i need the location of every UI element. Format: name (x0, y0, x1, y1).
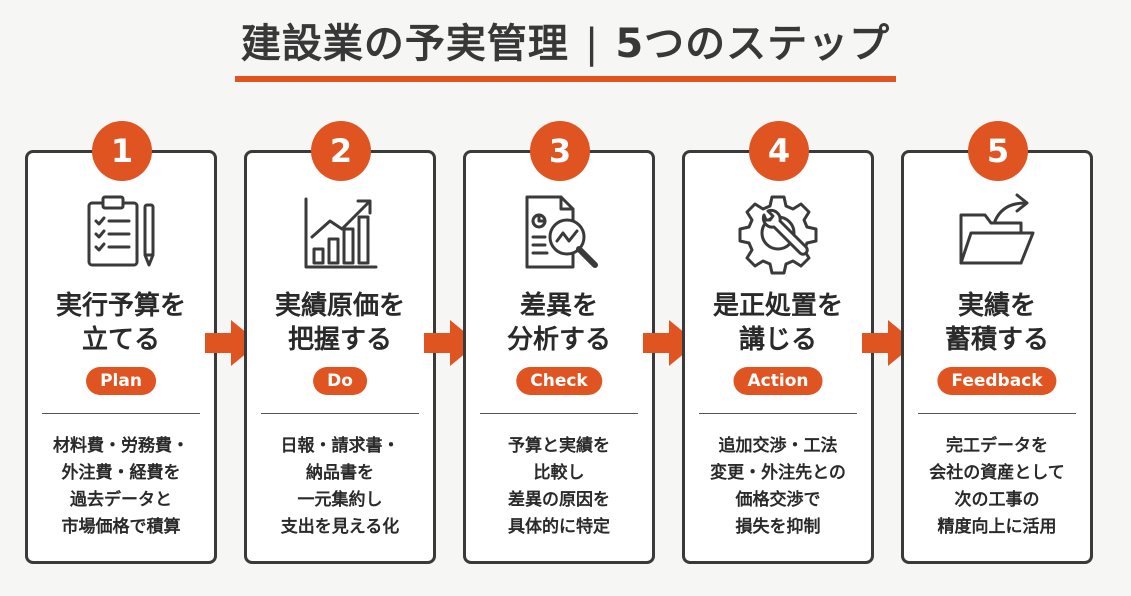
step-3-title-line-1: 差異を (519, 291, 598, 321)
step-2-description: 日報・請求書・ 納品書を 一元集約し 支出を見える化 (247, 433, 433, 541)
step-3-desc-line-2: 比較し (533, 463, 585, 483)
step-4-desc-line-1: 追加交渉・工法 (718, 436, 838, 456)
step-2-desc-line-4: 支出を見える化 (280, 517, 400, 537)
step-3-desc-line-1: 予算と実績を (508, 436, 610, 456)
step-5-desc-line-1: 完工データを (946, 436, 1048, 456)
bar-chart-growth-icon (298, 191, 382, 275)
gear-wrench-icon (736, 191, 820, 275)
folder-export-icon (955, 191, 1039, 275)
step-2-title-line-1: 実績原価を (274, 291, 405, 321)
step-5-card: 実績を 蓄積する Feedback 完工データを 会社の資産として 次の工事の … (901, 150, 1093, 564)
step-4-tag: Action (733, 367, 823, 395)
step-1-desc-line-2: 外注費・経費を (61, 463, 181, 483)
step-1-title-line-2: 立てる (81, 325, 160, 355)
document-magnifier-icon (517, 191, 601, 275)
page-title: 建設業の予実管理 | 5つのステップ (234, 18, 897, 82)
step-2-desc-line-1: 日報・請求書・ (280, 436, 400, 456)
clipboard-checklist-icon (79, 191, 163, 275)
step-1-number-badge: 1 (92, 121, 152, 181)
step-3-tag: Check (516, 367, 602, 395)
step-4-number-badge: 4 (749, 121, 809, 181)
step-5-desc-line-2: 会社の資産として (929, 463, 1065, 483)
step-1-card: 実行予算を 立てる Plan 材料費・労務費・ 外注費・経費を 過去データと 市… (25, 150, 217, 564)
step-2-divider (261, 413, 419, 414)
step-1-tag: Plan (86, 367, 156, 395)
step-3-title-line-2: 分析する (506, 325, 611, 355)
step-3-card: 差異を 分析する Check 予算と実績を 比較し 差異の原因を 具体的に特定 (463, 150, 655, 564)
step-2-card: 実績原価を 把握する Do 日報・請求書・ 納品書を 一元集約し 支出を見える化 (244, 150, 436, 564)
step-4-title-line-2: 講じる (738, 325, 817, 355)
step-1-desc-line-1: 材料費・労務費・ (53, 436, 189, 456)
step-1-divider (42, 413, 200, 414)
step-4-desc-line-3: 価格交渉で (735, 490, 821, 510)
step-5-title-line-2: 蓄積する (944, 325, 1049, 355)
header: 建設業の予実管理 | 5つのステップ (0, 18, 1131, 82)
step-1-title: 実行予算を 立てる (28, 289, 214, 357)
arrow-right-icon (424, 318, 478, 368)
step-3-divider (480, 413, 638, 414)
step-5-number-badge: 5 (968, 121, 1028, 181)
page-title-main: 建設業の予実管理 (240, 21, 569, 67)
step-2-title-line-2: 把握する (287, 325, 392, 355)
step-3-title: 差異を 分析する (466, 289, 652, 357)
step-5-desc-line-4: 精度向上に活用 (937, 517, 1057, 537)
step-3-description: 予算と実績を 比較し 差異の原因を 具体的に特定 (466, 433, 652, 541)
step-1-desc-line-3: 過去データと (70, 490, 172, 510)
arrow-right-icon (643, 318, 697, 368)
step-1-desc-line-4: 市場価格で積算 (61, 517, 181, 537)
step-3-desc-line-4: 具体的に特定 (508, 517, 610, 537)
step-5-tag: Feedback (937, 367, 1057, 395)
step-4-description: 追加交渉・工法 変更・外注先との 価格交渉で 損失を抑制 (685, 433, 871, 541)
step-5-divider (918, 413, 1076, 414)
step-4-card: 是正処置を 講じる Action 追加交渉・工法 変更・外注先との 価格交渉で … (682, 150, 874, 564)
step-2-number-badge: 2 (311, 121, 371, 181)
step-4-title: 是正処置を 講じる (685, 289, 871, 357)
step-2-desc-line-2: 納品書を (306, 463, 374, 483)
step-5-desc-line-3: 次の工事の (954, 490, 1040, 510)
step-3-number-badge: 3 (530, 121, 590, 181)
step-1-title-line-1: 実行予算を (55, 291, 186, 321)
step-5-title-line-1: 実績を (957, 291, 1036, 321)
arrow-right-icon (205, 318, 259, 368)
step-4-divider (699, 413, 857, 414)
step-4-desc-line-2: 変更・外注先との (710, 463, 846, 483)
step-2-tag: Do (313, 367, 367, 395)
step-4-desc-line-4: 損失を抑制 (735, 517, 821, 537)
step-5-description: 完工データを 会社の資産として 次の工事の 精度向上に活用 (904, 433, 1090, 541)
step-2-title: 実績原価を 把握する (247, 289, 433, 357)
step-1-description: 材料費・労務費・ 外注費・経費を 過去データと 市場価格で積算 (28, 433, 214, 541)
step-4-title-line-1: 是正処置を (712, 291, 843, 321)
step-2-desc-line-3: 一元集約し (297, 490, 383, 510)
title-separator: | (584, 21, 600, 67)
step-3-desc-line-3: 差異の原因を (508, 490, 610, 510)
page-title-sub: 5つのステップ (615, 21, 891, 67)
step-5-title: 実績を 蓄積する (904, 289, 1090, 357)
arrow-right-icon (862, 318, 916, 368)
